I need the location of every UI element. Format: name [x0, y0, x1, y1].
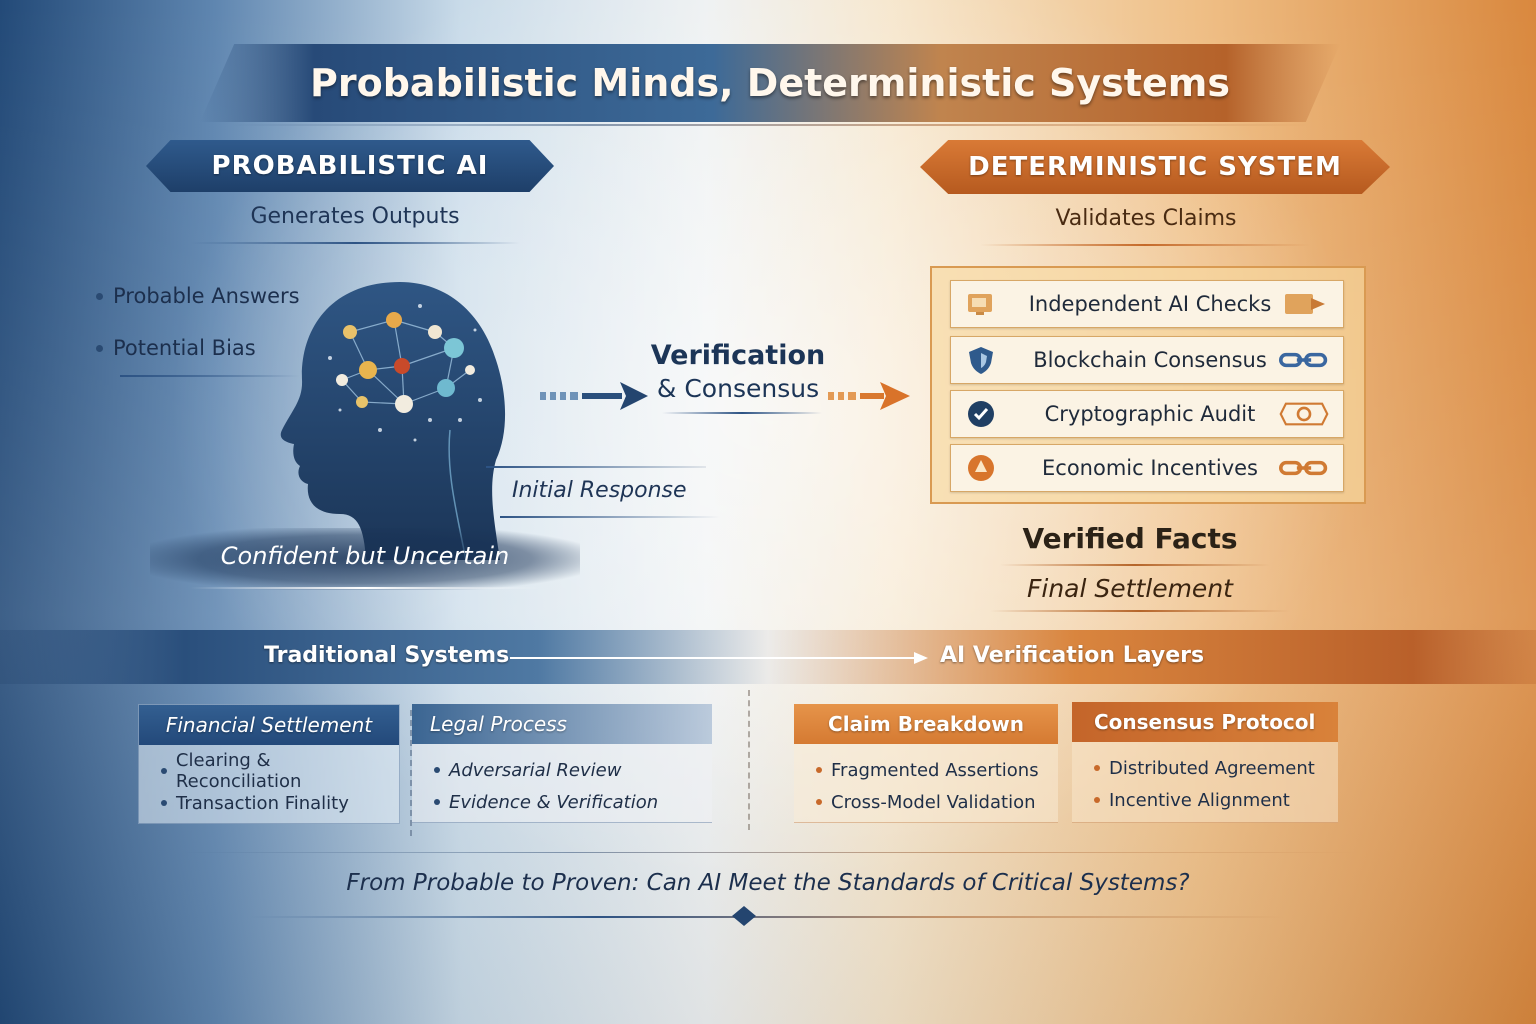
check-economic-incentives: Economic Incentives [950, 444, 1344, 492]
checkmark-icon [965, 398, 997, 430]
card-item: Transaction Finality [139, 787, 399, 819]
page-title: Probabilistic Minds, Deterministic Syste… [310, 61, 1230, 105]
initial-response-underline [500, 516, 720, 518]
footer-top-rule [180, 852, 1356, 853]
footer-rule [250, 916, 1286, 918]
ai-verification-layers-label: AI Verification Layers [940, 643, 1205, 668]
final-rule [990, 610, 1290, 612]
diamond-ornament-icon [732, 906, 756, 926]
verification-checks-panel: Independent AI Checks Blockchain Consens… [930, 266, 1366, 504]
chain-link-orange-icon [1279, 453, 1329, 483]
band-arrow-icon [510, 652, 928, 664]
left-subtitle-rule [190, 242, 520, 244]
caption-rule [190, 587, 540, 589]
center-rule [662, 412, 822, 414]
title-underline [230, 124, 1310, 126]
folder-arrow-icon [1279, 289, 1329, 319]
card-item: Incentive Alignment [1072, 784, 1338, 816]
traditional-systems-label: Traditional Systems [264, 643, 510, 668]
check-label: Independent AI Checks [1028, 292, 1272, 316]
confident-caption: Confident but Uncertain [220, 542, 510, 570]
card-item: Clearing & Reconciliation [139, 750, 399, 792]
caption-backdrop [150, 528, 580, 590]
card-item: Adversarial Review [412, 754, 712, 786]
right-subtitle: Validates Claims [1055, 206, 1237, 231]
final-settlement-label: Final Settlement [1027, 574, 1233, 603]
footer-question: From Probable to Proven: Can AI Meet the… [346, 870, 1190, 896]
check-cryptographic-audit: Cryptographic Audit [950, 390, 1344, 438]
bullet-dot [96, 292, 103, 300]
orange-arrow-icon [828, 382, 910, 410]
card-financial-settlement: Financial Settlement Clearing & Reconcil… [138, 704, 400, 824]
card-divider [410, 710, 412, 836]
card-legal-process: Legal Process Adversarial Review Evidenc… [412, 704, 712, 823]
card-item: Cross-Model Validation [794, 786, 1058, 818]
card-item: Fragmented Assertions [794, 754, 1058, 786]
bullet-potential-bias: Potential Bias [96, 336, 256, 360]
bullet-label: Potential Bias [113, 336, 256, 360]
card-title: Claim Breakdown [794, 704, 1058, 744]
shield-icon [965, 344, 997, 376]
title-banner [200, 44, 1340, 122]
key-token-icon [1279, 399, 1329, 429]
coin-icon [965, 452, 997, 484]
probabilistic-ai-header: PROBABILISTIC AI [146, 140, 554, 192]
card-title: Legal Process [412, 704, 712, 744]
card-title: Financial Settlement [139, 705, 399, 745]
check-label: Blockchain Consensus [1033, 348, 1267, 372]
card-consensus-protocol: Consensus Protocol Distributed Agreement… [1072, 702, 1338, 823]
ai-head-illustration [280, 282, 506, 561]
check-label: Cryptographic Audit [1044, 402, 1256, 426]
bullet-probable-answers: Probable Answers [96, 284, 300, 308]
card-title: Consensus Protocol [1072, 702, 1338, 742]
deterministic-system-header: DETERMINISTIC SYSTEM [920, 140, 1390, 194]
left-subtitle: Generates Outputs [250, 204, 460, 229]
verified-rule [1000, 564, 1270, 566]
blue-arrow-icon [540, 382, 648, 410]
consensus-label: & Consensus [656, 374, 820, 403]
card-item: Evidence & Verification [412, 786, 712, 818]
chip-icon [965, 288, 997, 320]
check-independent-ai: Independent AI Checks [950, 280, 1344, 328]
verified-facts-label: Verified Facts [1022, 522, 1238, 555]
chain-link-icon [1279, 345, 1329, 375]
bullet-dot [96, 344, 103, 352]
verification-label: Verification [650, 340, 826, 371]
card-claim-breakdown: Claim Breakdown Fragmented Assertions Cr… [794, 704, 1058, 823]
section-divider [748, 690, 750, 830]
bullet-label: Probable Answers [113, 284, 300, 308]
bullets-rule [120, 375, 300, 377]
check-blockchain-consensus: Blockchain Consensus [950, 336, 1344, 384]
card-item: Distributed Agreement [1072, 752, 1338, 784]
check-label: Economic Incentives [1042, 456, 1258, 480]
initial-response-rule [486, 466, 706, 468]
initial-response-label: Initial Response [512, 478, 687, 503]
right-subtitle-rule [980, 244, 1310, 246]
